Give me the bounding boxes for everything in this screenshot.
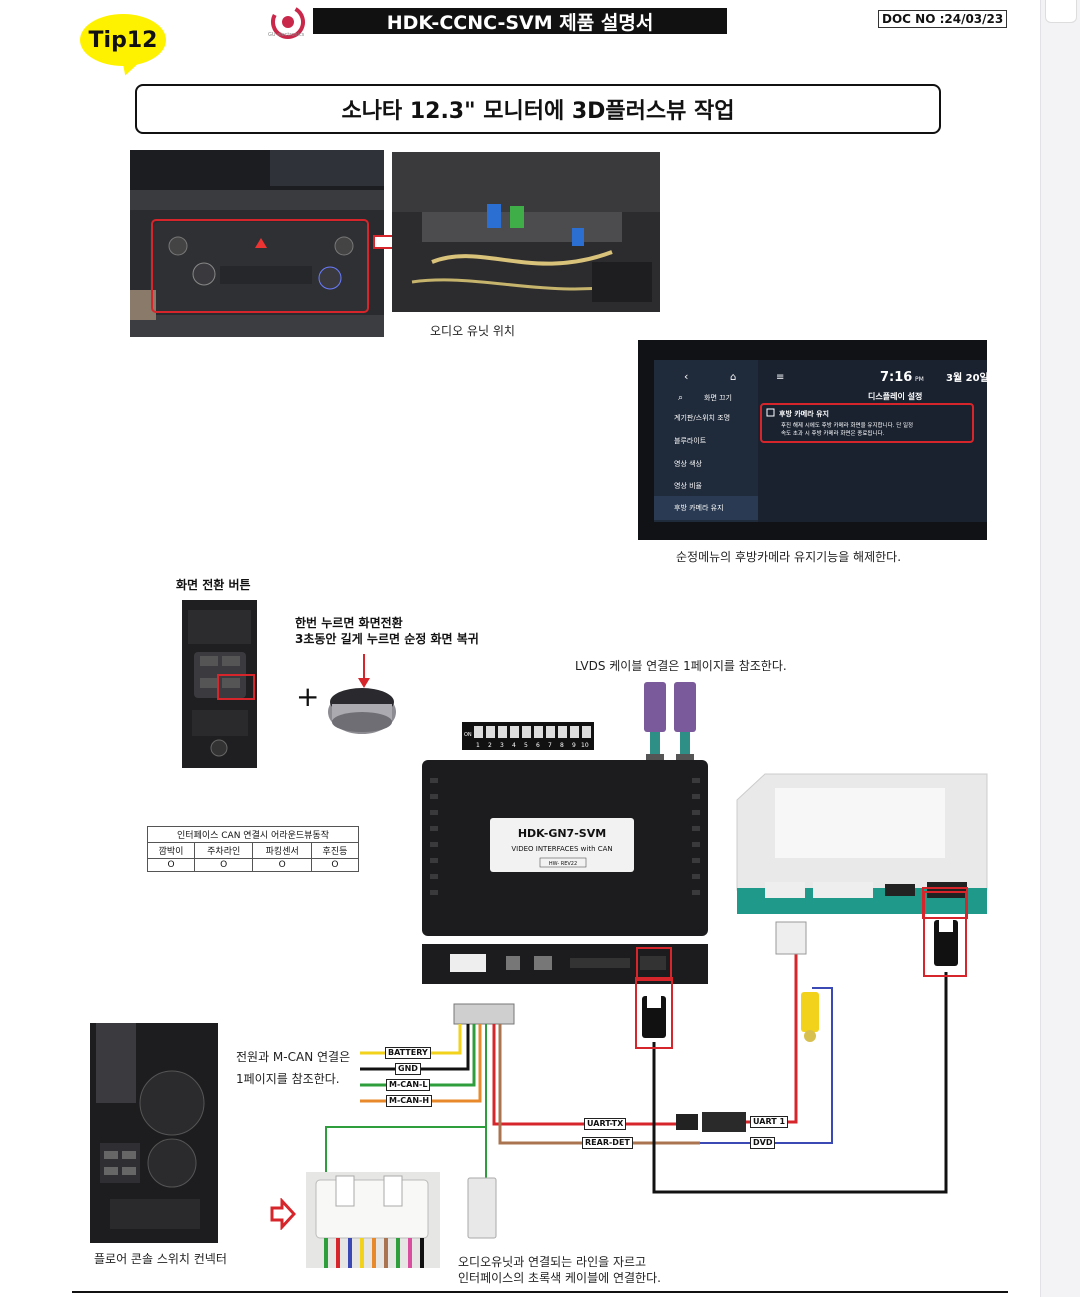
module-model: HDK-GN7-SVM — [518, 827, 606, 840]
dip-number: 8 — [560, 742, 564, 749]
wire-label-dvd: DVD — [750, 1137, 776, 1149]
dip-on-label: ON — [464, 732, 472, 738]
bottom-rule — [72, 1291, 1008, 1293]
audio-line-caption-2: 인터페이스의 초록색 케이블에 연결한다. — [458, 1271, 661, 1285]
dip-number: 3 — [500, 742, 504, 749]
wire-label-rear-det: REAR-DET — [582, 1137, 633, 1149]
audio-unit-photo — [392, 152, 660, 312]
page-tab — [1045, 0, 1077, 23]
screen-panel-title: 디스플레이 설정 — [868, 391, 922, 401]
can-table-cell: O — [147, 858, 195, 872]
search-icon: ⌕ — [678, 393, 683, 403]
module-revision: HW- REV22 — [549, 861, 577, 867]
screen-date: 3월 20일 — [946, 371, 987, 384]
wire-label-battery: BATTERY — [385, 1047, 431, 1059]
screen-menu-item: 계기판/스위치 조명 — [674, 413, 730, 422]
screen-option-desc: 속도 초과 시 후방 카메라 화면은 종료됩니다. — [781, 429, 885, 437]
can-table-cell: O — [193, 858, 254, 872]
switch-button-title: 화면 전환 버튼 — [176, 578, 251, 592]
wire-label-uart-tx: UART-TX — [584, 1118, 627, 1130]
home-icon: ⌂ — [730, 372, 736, 383]
power-caption-1: 전원과 M-CAN 연결은 — [236, 1050, 351, 1064]
screen-time: 7:16 — [880, 370, 912, 385]
wire-label-mcan-l: M-CAN-L — [386, 1079, 431, 1091]
dip-number: 9 — [572, 742, 576, 749]
floor-console-photo — [90, 1023, 218, 1243]
page-edge — [1040, 0, 1080, 1297]
gear-console-photo — [182, 600, 257, 768]
screen-ampm: PM — [915, 376, 924, 383]
audio-line-caption-1: 오디오유닛과 연결되는 라인을 자르고 — [458, 1255, 647, 1269]
screen-option-desc: 후진 해제 시에도 후방 카메라 화면을 유지합니다. 단 일정 — [781, 421, 913, 429]
dashboard-photo — [130, 150, 384, 337]
wire-label-mcan-h: M-CAN-H — [386, 1095, 433, 1107]
product-title: HDK-CCNC-SVM 제품 설명서 — [313, 8, 727, 34]
audio-unit-caption: 오디오 유닛 위치 — [430, 324, 515, 338]
screen-menu-item: 블루라이트 — [674, 436, 707, 445]
plus-icon: + — [296, 680, 320, 713]
rear-camera-highlight — [760, 403, 974, 443]
screen-menu-item: 영상 비율 — [674, 481, 703, 490]
dip-number: 7 — [548, 742, 552, 749]
page-title: 소나타 12.3" 모니터에 3D플러스뷰 작업 — [135, 84, 941, 134]
dip-number: 6 — [536, 742, 540, 749]
menu-icon: ≡ — [776, 372, 784, 383]
arrow-right-icon — [270, 1198, 296, 1230]
dip-number: 10 — [581, 742, 589, 749]
rear-camera-caption: 순정메뉴의 후방카메라 유지기능을 해제한다. — [676, 550, 902, 564]
dip-number: 5 — [524, 742, 528, 749]
module-subtitle: VIDEO INTERFACES with CAN — [511, 845, 612, 853]
dip-switch: ON 1 2 3 4 5 6 7 8 9 10 — [462, 722, 594, 750]
wire-label-gnd: GND — [395, 1063, 421, 1075]
dip-number: 2 — [488, 742, 492, 749]
can-table: 인터페이스 CAN 연결시 어라운드뷰동작 깜박이 주차라인 파킹센서 후진등 … — [147, 826, 360, 872]
screen-menu-item: 화면 끄기 — [704, 393, 732, 402]
can-table-header: 파킹센서 — [252, 842, 312, 859]
head-unit-screen: ‹ ⌂ ≡ ⌕ 화면 끄기 계기판/스위치 조명 블루라이트 영상 색상 영상 … — [638, 340, 987, 540]
switch-desc-2: 3초동안 길게 누르면 순정 화면 복귀 — [295, 632, 479, 646]
can-table-cell: O — [252, 858, 312, 872]
floor-console-caption: 플로어 콘솔 스위치 컨넥터 — [94, 1252, 227, 1266]
power-caption-2: 1페이지를 참조한다. — [236, 1072, 340, 1086]
can-table-cell: O — [310, 858, 360, 872]
screen-option-title: 후방 카메라 유지 — [779, 409, 829, 418]
rear-camera-checkbox — [766, 408, 775, 417]
logo-text: GU electronics — [268, 32, 305, 38]
interface-module: HDK-GN7-SVM VIDEO INTERFACES with CAN HW… — [422, 760, 708, 936]
company-logo-icon — [271, 5, 305, 39]
dip-number: 1 — [476, 742, 480, 749]
screen-menu-item: 영상 색상 — [674, 459, 703, 468]
dip-number: 4 — [512, 742, 516, 749]
screen-menu-item: 후방 카메라 유지 — [674, 503, 724, 512]
module-connector-strip — [422, 944, 708, 984]
switch-connector-photo — [306, 1172, 440, 1268]
tip-badge: Tip12 — [80, 14, 166, 66]
back-icon: ‹ — [684, 370, 688, 383]
lvds-caption: LVDS 케이블 연결은 1페이지를 참조한다. — [575, 659, 787, 673]
wire-label-uart-1: UART 1 — [750, 1116, 789, 1128]
lvds-connectors — [644, 682, 696, 764]
rotary-knob-photo — [328, 654, 396, 734]
doc-number: DOC NO :24/03/23 — [878, 10, 1008, 28]
switch-desc-1: 한번 누르면 화면전환 — [295, 616, 403, 630]
